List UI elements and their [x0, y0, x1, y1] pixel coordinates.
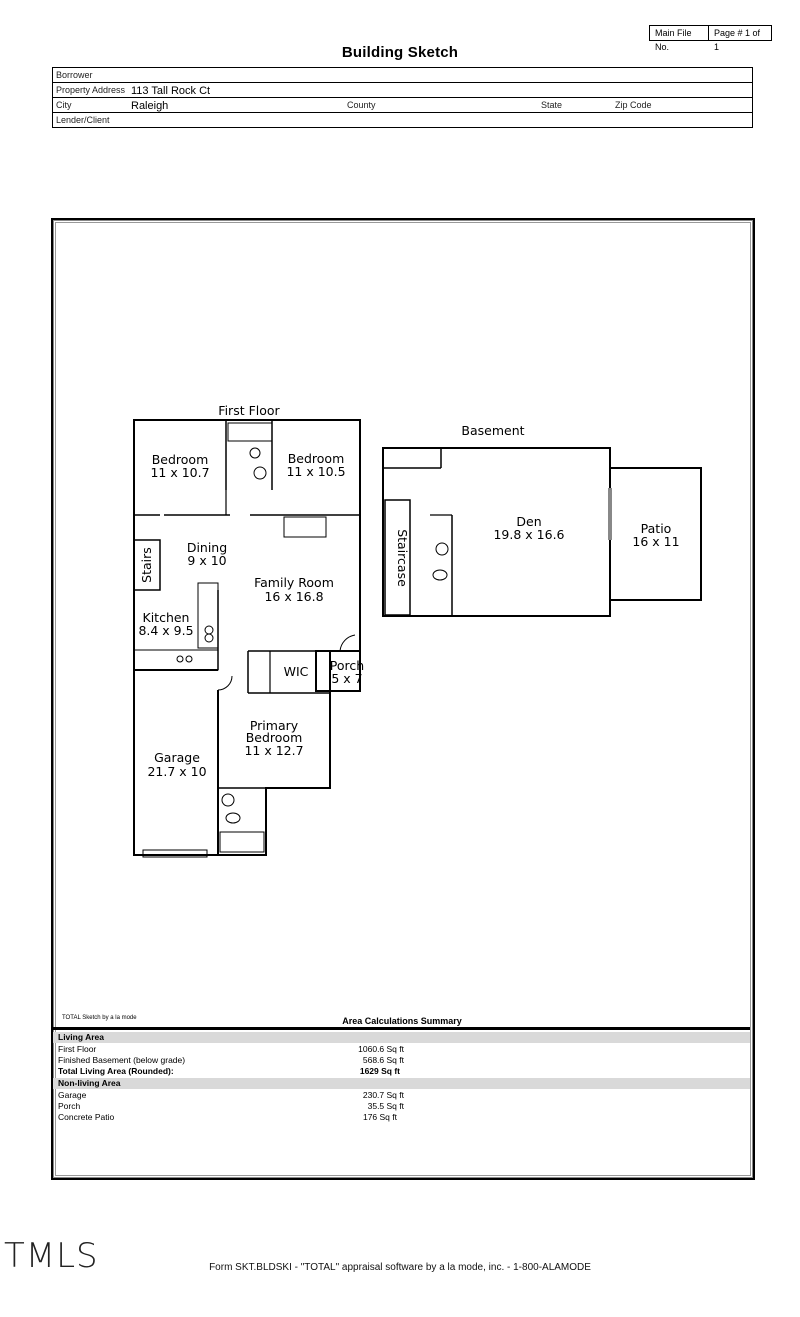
- porch-name: Porch: [330, 658, 364, 673]
- patio-name: Patio: [641, 521, 672, 536]
- zip-label: Zip Code: [615, 100, 652, 110]
- dining-name: Dining: [187, 540, 227, 555]
- kitchen-name: Kitchen: [143, 610, 190, 625]
- county-label: County: [347, 100, 376, 110]
- basement-label: Basement: [461, 423, 524, 438]
- primary-bedroom-dim: 11 x 12.7: [244, 743, 303, 758]
- total-living-label: Total Living Area (Rounded):: [58, 1066, 174, 1076]
- porch-area-value: 35.5 Sq ft: [367, 1101, 404, 1111]
- header-table: Borrower Property Address 113 Tall Rock …: [52, 67, 753, 128]
- sketch-frame: [51, 218, 755, 1180]
- nonliving-area-band: [53, 1078, 750, 1089]
- file-number-box: Main File No. Page # 1 of 1: [649, 25, 772, 52]
- page-label: Page # 1 of 1: [708, 26, 771, 52]
- garage-name: Garage: [154, 750, 200, 765]
- stairs-label: Stairs: [139, 547, 154, 583]
- bedroom2-dim: 11 x 10.5: [286, 464, 345, 479]
- city-value: Raleigh: [131, 100, 169, 112]
- tmls-logo: TMLS: [4, 1236, 99, 1276]
- footer-text: Form SKT.BLDSKI - "TOTAL" appraisal soft…: [209, 1262, 591, 1273]
- patio-area-value: 176 Sq ft: [362, 1112, 397, 1122]
- property-address-value: 113 Tall Rock Ct: [131, 85, 211, 97]
- state-label: State: [541, 100, 563, 110]
- bedroom1-name: Bedroom: [152, 452, 209, 467]
- lender-label: Lender/Client: [56, 115, 110, 125]
- total-living-value: 1629 Sq ft: [359, 1066, 400, 1076]
- patio-area-label: Concrete Patio: [58, 1112, 115, 1122]
- garage-dim: 21.7 x 10: [147, 764, 206, 779]
- porch-area-label: Porch: [58, 1101, 81, 1111]
- area-summary-title: Area Calculations Summary: [342, 1016, 462, 1026]
- first-floor-area-value: 1060.6 Sq ft: [358, 1044, 404, 1054]
- garage-area-label: Garage: [58, 1090, 87, 1100]
- den-dim: 19.8 x 16.6: [493, 527, 564, 542]
- city-label: City: [56, 100, 72, 110]
- patio-dim: 16 x 11: [632, 534, 679, 549]
- property-address-label: Property Address: [56, 85, 126, 95]
- main-file-label: Main File No.: [655, 28, 692, 52]
- page-title: Building Sketch: [341, 44, 459, 61]
- basement-area-label: Finished Basement (below grade): [58, 1055, 186, 1065]
- family-room-name: Family Room: [254, 575, 334, 590]
- living-area-band: [53, 1032, 750, 1043]
- primary-bedroom-name-1: Primary: [250, 718, 299, 733]
- wic-label: WIC: [284, 664, 309, 679]
- software-note: TOTAL Sketch by a la mode: [62, 1015, 137, 1021]
- dining-dim: 9 x 10: [187, 553, 226, 568]
- porch-dim: 5 x 7: [331, 671, 362, 686]
- den-name: Den: [516, 514, 541, 529]
- first-floor-area-label: First Floor: [58, 1044, 97, 1054]
- family-room-dim: 16 x 16.8: [264, 589, 323, 604]
- kitchen-dim: 8.4 x 9.5: [138, 623, 193, 638]
- living-area-header: Living Area: [58, 1032, 104, 1042]
- staircase-label: Staircase: [395, 529, 410, 587]
- bedroom1-dim: 11 x 10.7: [150, 465, 209, 480]
- basement-area-value: 568.6 Sq ft: [362, 1055, 404, 1065]
- bedroom2-name: Bedroom: [288, 451, 345, 466]
- primary-bedroom-name-2: Bedroom: [246, 730, 303, 745]
- area-summary-rule: [53, 1027, 750, 1030]
- borrower-label: Borrower: [56, 70, 93, 80]
- first-floor-label: First Floor: [218, 403, 280, 418]
- garage-area-value: 230.7 Sq ft: [362, 1090, 404, 1100]
- nonliving-area-header: Non-living Area: [58, 1078, 121, 1088]
